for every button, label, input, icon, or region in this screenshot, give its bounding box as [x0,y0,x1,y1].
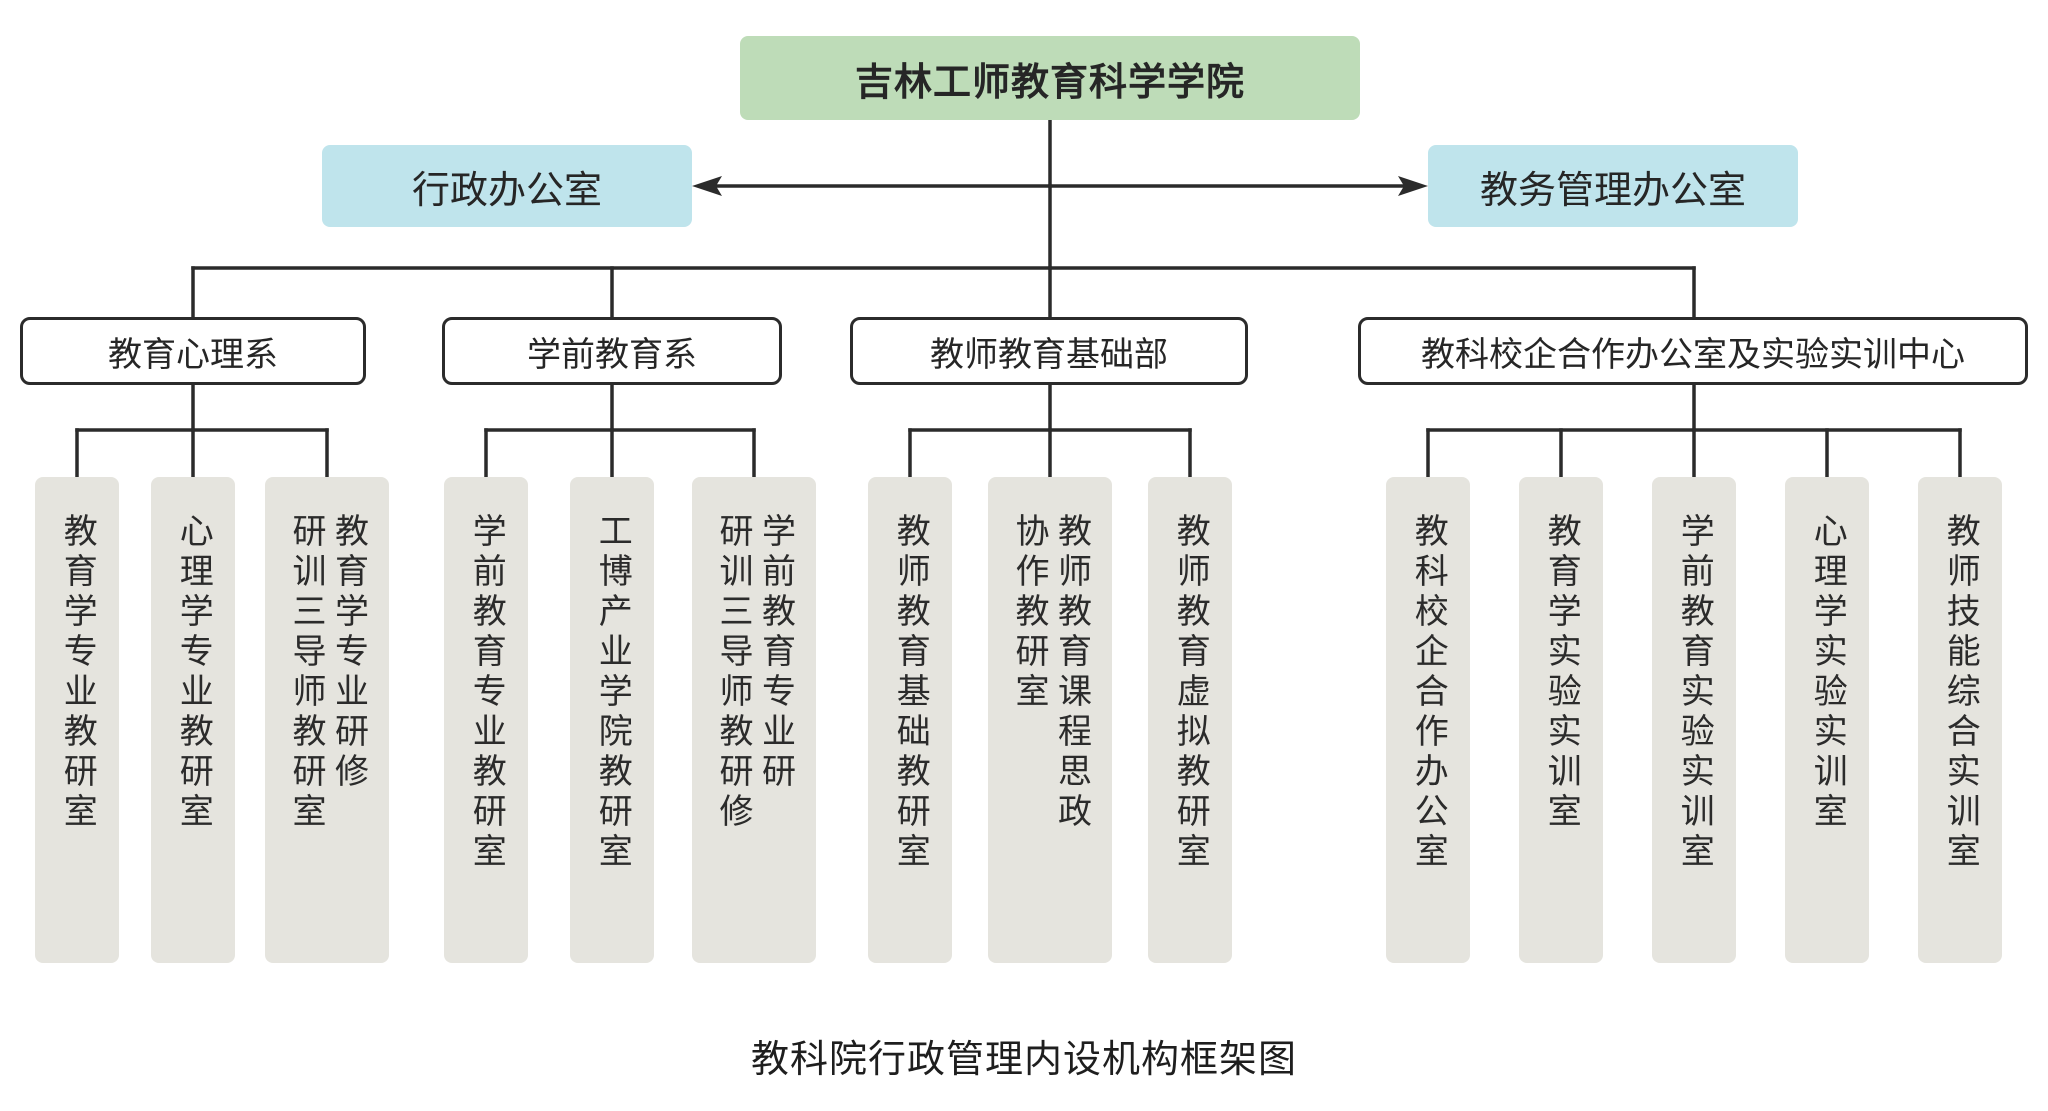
leaf-education-teaching-research: 教育学专业教研室 [35,477,119,963]
leaf-label: 心理学实验实训室 [1807,513,1848,833]
leaf-label: 学前教育专业教研室 [466,513,507,873]
leaf-label: 教师教育基础教研室 [890,513,931,873]
office-academic-affairs: 教务管理办公室 [1428,145,1798,227]
leaf-teacher-skills-lab: 教师技能综合实训室 [1918,477,2002,963]
arrowhead-left [692,176,722,196]
leaf-label: 教科校企合作办公室 [1408,513,1449,873]
dept-label: 教师教育基础部 [930,334,1168,375]
office-admin-label: 行政办公室 [411,167,602,212]
leaf-education-mentor-research: 研训三导师教研室 教育学专业研修 [265,477,389,963]
leaf-label-col-2: 学前教育专业研 [755,513,796,793]
leaf-school-enterprise-office: 教科校企合作办公室 [1386,477,1470,963]
leaf-label-col-1: 研训三导师教研室 [286,513,326,833]
root-node: 吉林工师教育科学学院 [740,36,1360,120]
leaf-virtual-teaching-research: 教师教育虚拟教研室 [1148,477,1232,963]
leaf-label-col-2: 教师教育课程思政 [1051,513,1092,833]
leaf-preschool-mentor-research: 研训三导师教研修 学前教育专业研 [692,477,816,963]
leaf-label-col-1: 协作教研室 [1009,513,1049,713]
leaf-curriculum-ideology-collaboration: 协作教研室 教师教育课程思政 [988,477,1112,963]
leaf-label: 教师教育虚拟教研室 [1170,513,1211,873]
leaf-psychology-lab: 心理学实验实训室 [1785,477,1869,963]
dept-teacher-education-foundation: 教师教育基础部 [850,317,1248,385]
leaf-label: 心理学专业教研室 [173,513,214,833]
leaf-label-col-1: 研训三导师教研修 [713,513,753,833]
dept-label: 学前教育系 [527,334,697,375]
dept-label: 教育心理系 [108,334,278,375]
leaf-psychology-teaching-research: 心理学专业教研室 [151,477,235,963]
leaf-industry-college-research: 工博产业学院教研室 [570,477,654,963]
leaf-education-lab: 教育学实验实训室 [1519,477,1603,963]
leaf-label: 教育学实验实训室 [1541,513,1582,833]
dept-education-psychology: 教育心理系 [20,317,366,385]
leaf-label: 工博产业学院教研室 [592,513,633,873]
leaf-label: 教师技能综合实训室 [1940,513,1981,873]
diagram-caption: 教科院行政管理内设机构框架图 [750,1037,1297,1081]
office-admin: 行政办公室 [322,145,692,227]
arrowhead-right [1398,176,1428,196]
leaf-teacher-education-foundation-research: 教师教育基础教研室 [868,477,952,963]
leaf-label: 学前教育实验实训室 [1674,513,1715,873]
leaf-label-col-2: 教育学专业研修 [328,513,369,793]
leaf-preschool-teaching-research: 学前教育专业教研室 [444,477,528,963]
leaf-preschool-lab: 学前教育实验实训室 [1652,477,1736,963]
dept-preschool-education: 学前教育系 [442,317,782,385]
root-node-label: 吉林工师教育科学学院 [854,59,1245,104]
office-academic-affairs-label: 教务管理办公室 [1479,167,1746,212]
dept-label: 教科校企合作办公室及实验实训中心 [1421,334,1965,375]
dept-school-enterprise-cooperation: 教科校企合作办公室及实验实训中心 [1358,317,2028,385]
leaf-label: 教育学专业教研室 [57,513,98,833]
